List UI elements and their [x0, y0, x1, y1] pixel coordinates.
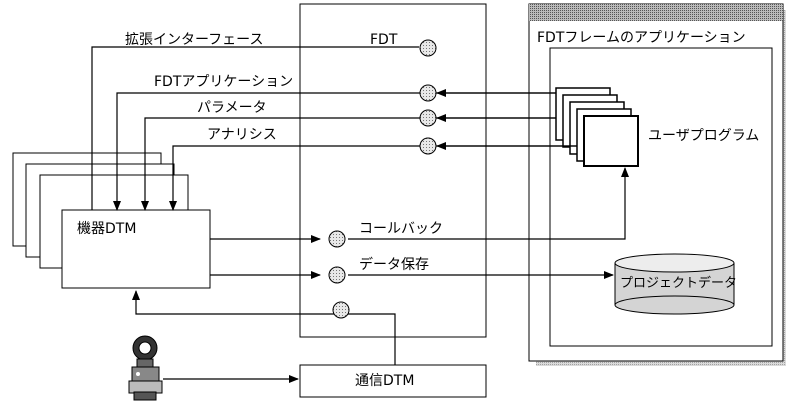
port-fdt-application — [420, 85, 436, 101]
fdt-application-label: FDTアプリケーション — [154, 74, 293, 90]
user-program-window — [584, 116, 638, 166]
extension-interface-label: 拡張インターフェース — [125, 32, 263, 48]
project-data-label: プロジェクトデータ — [620, 276, 737, 292]
port-parameter — [420, 110, 436, 126]
port-analysis — [420, 138, 436, 154]
fdt-box — [300, 4, 486, 337]
user-program-label: ユーザプログラム — [648, 128, 759, 144]
parameter-label: パラメータ — [197, 100, 267, 116]
port-fdt — [420, 40, 436, 56]
port-comm — [333, 302, 349, 318]
callback-label: コールバック — [359, 221, 443, 237]
port-callback — [329, 231, 345, 247]
comm-dtm-label: 通信DTM — [355, 373, 414, 389]
fdt-label: FDT — [370, 32, 397, 48]
analysis-label: アナリシス — [207, 127, 277, 143]
device-dtm-label: 機器DTM — [77, 221, 136, 237]
port-data-save — [329, 267, 345, 283]
field-device-icon — [129, 336, 162, 400]
frame-app-title: FDTフレームのアプリケーション — [537, 30, 746, 46]
data-save-label: データ保存 — [359, 257, 429, 273]
frame-app-header-bar — [529, 4, 783, 21]
